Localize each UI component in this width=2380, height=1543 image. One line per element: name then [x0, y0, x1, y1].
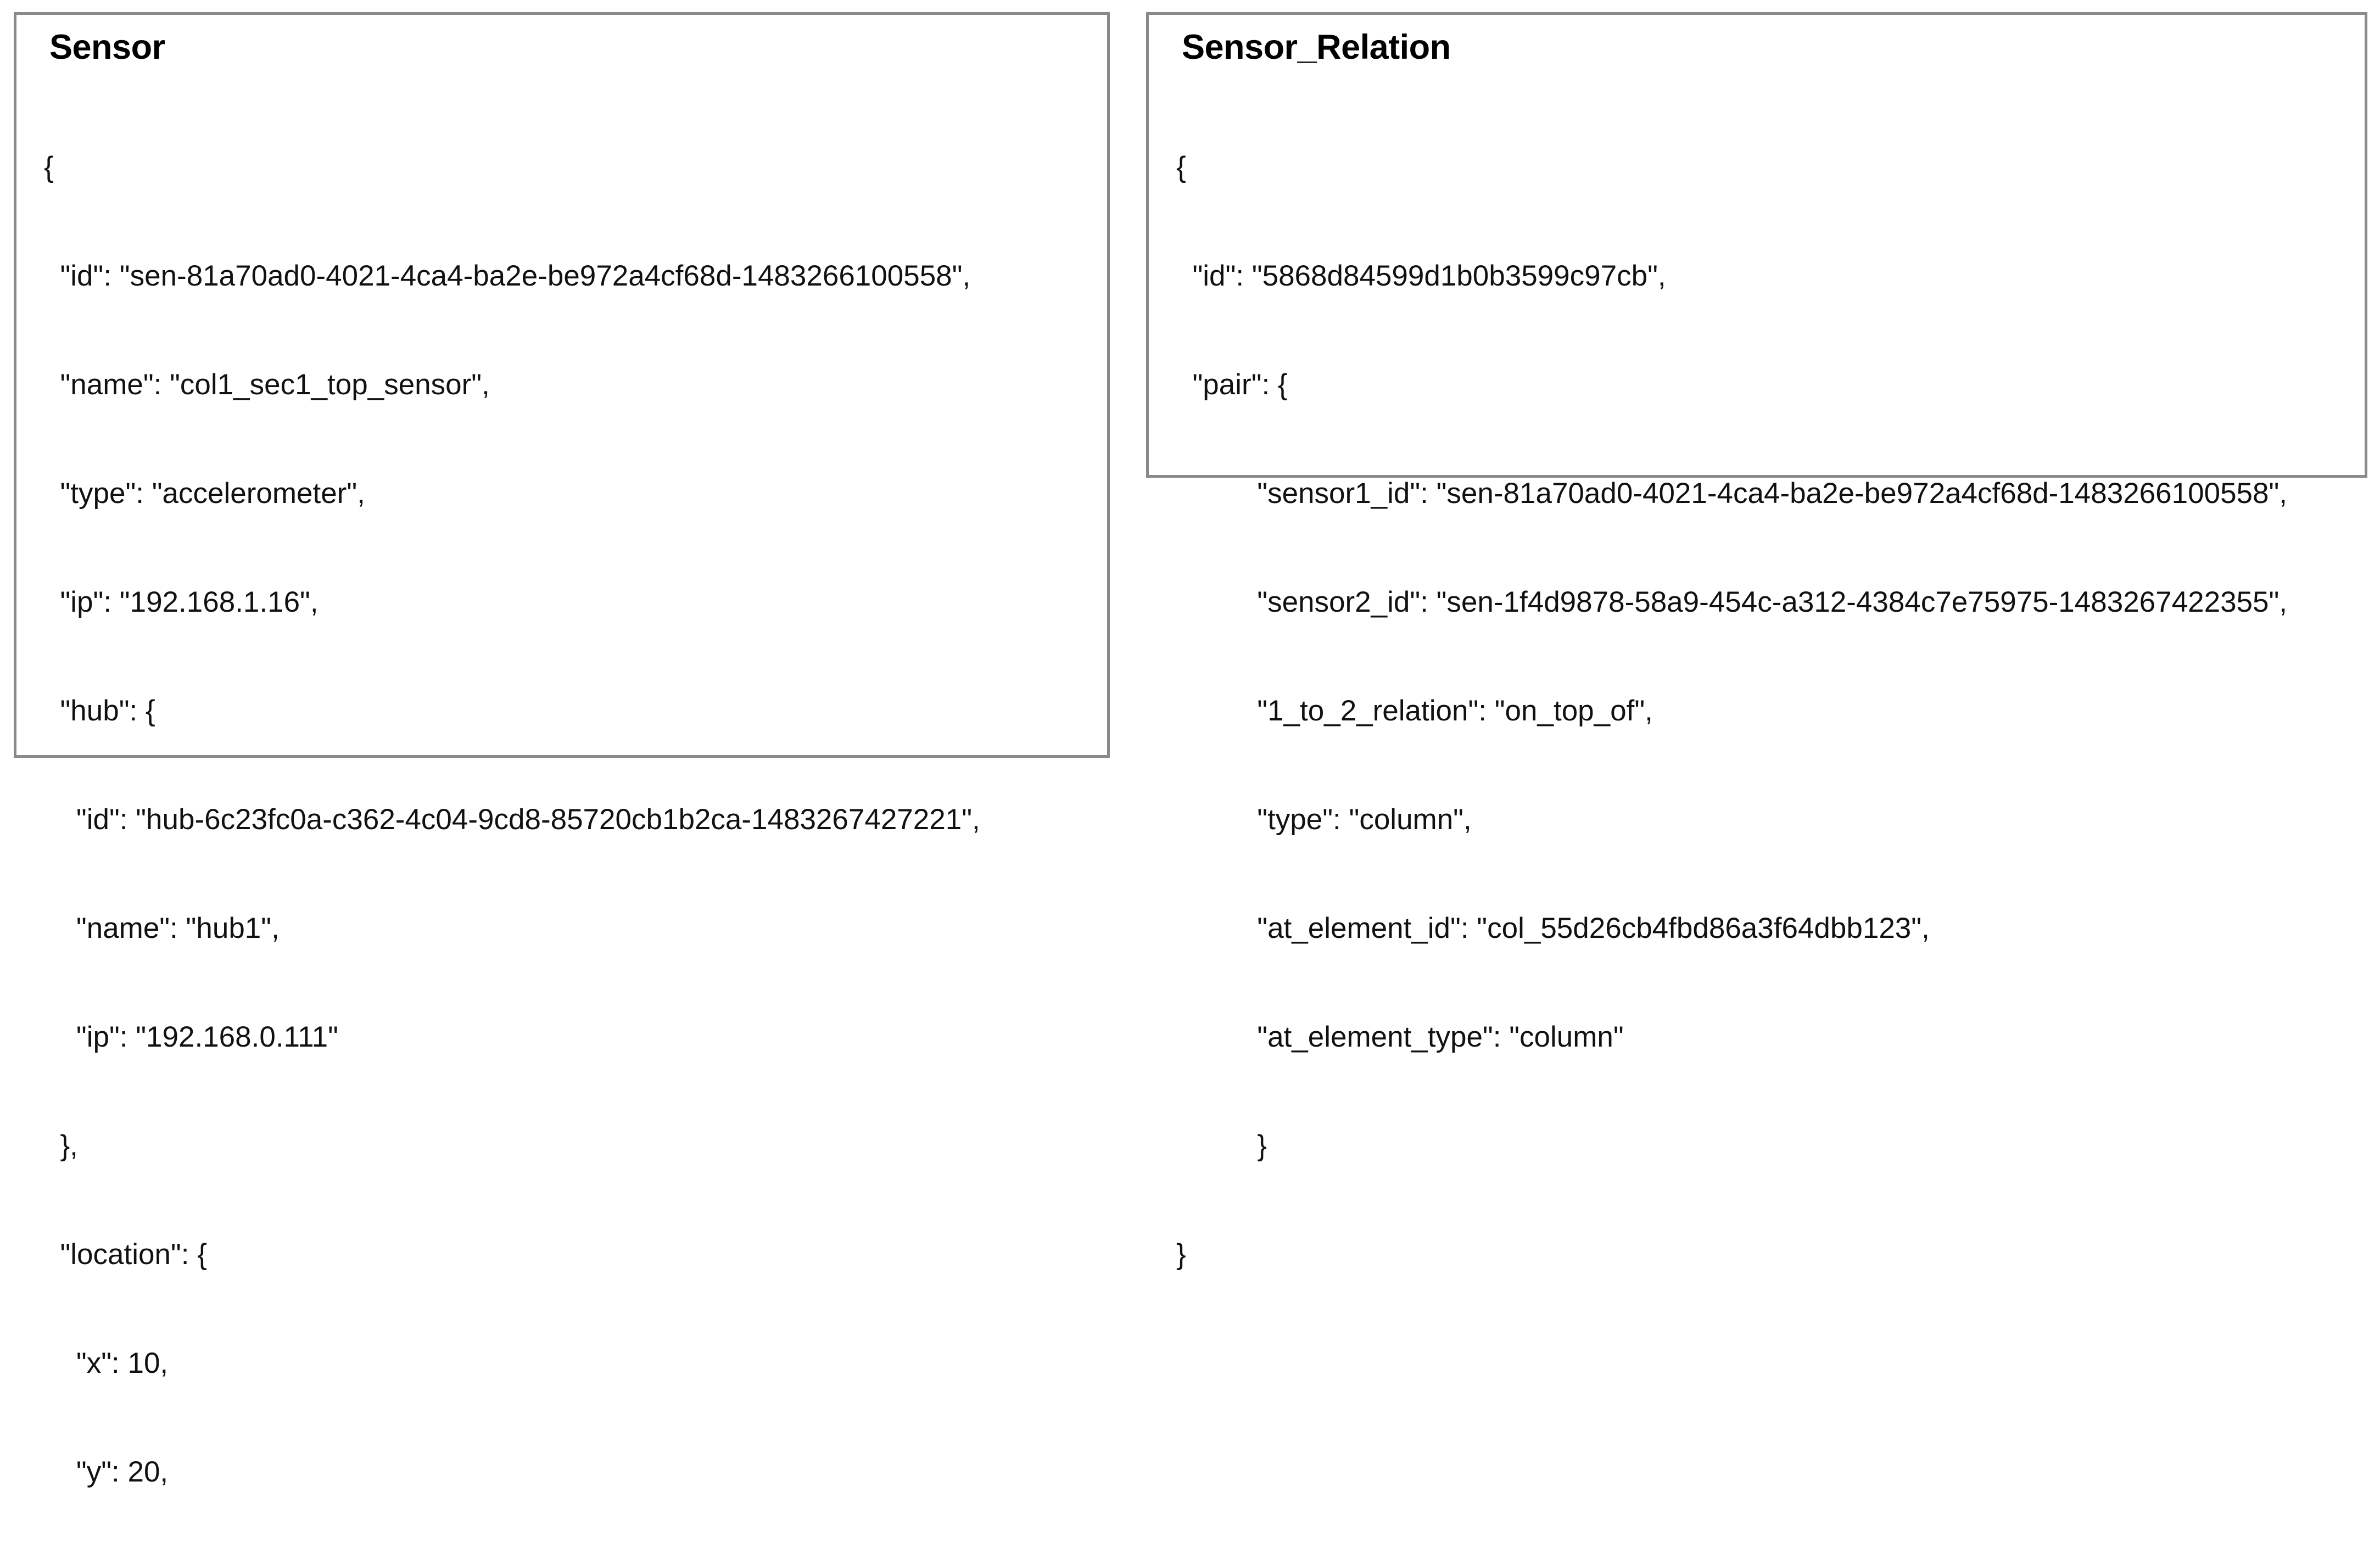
sensor-entity-box: Sensor { "id": "sen-81a70ad0-4021-4ca4-b…: [14, 12, 1110, 1488]
json-line: "hub": {: [44, 695, 155, 727]
sensor-relation-json-body: { "id": "5868d84599d1b0b3599c97cb", "pai…: [1176, 77, 2365, 1345]
json-line: }: [1176, 1130, 1267, 1162]
json-line: "name": "hub1",: [44, 912, 280, 944]
json-line: "pair": {: [1176, 368, 1288, 401]
json-line: {: [44, 151, 54, 183]
json-line: "location": {: [44, 1238, 207, 1271]
json-line: "id": "hub-6c23fc0a-c362-4c04-9cd8-85720…: [44, 803, 980, 836]
json-line: },: [44, 1130, 78, 1162]
json-line: "type": "column",: [1176, 803, 1472, 836]
json-line: "sensor2_id": "sen-1f4d9878-58a9-454c-a3…: [1176, 586, 2288, 618]
json-line: "sensor1_id": "sen-81a70ad0-4021-4ca4-ba…: [1176, 477, 2288, 510]
json-line: "type": "accelerometer",: [44, 477, 365, 510]
sensor-json-body: { "id": "sen-81a70ad0-4021-4ca4-ba2e-be9…: [44, 77, 1107, 1543]
sensor-relation-entity-title: Sensor_Relation: [1182, 28, 1451, 66]
json-line: {: [1176, 151, 1186, 183]
json-line: "x": 10,: [44, 1347, 169, 1379]
json-line: "at_element_type": "column": [1176, 1021, 1624, 1053]
json-line: "ip": "192.168.1.16",: [44, 586, 319, 618]
json-line: "id": "sen-81a70ad0-4021-4ca4-ba2e-be972…: [44, 260, 971, 292]
diagram-canvas: Sensor { "id": "sen-81a70ad0-4021-4ca4-b…: [14, 12, 2367, 1488]
json-line: "ip": "192.168.0.111": [44, 1021, 338, 1053]
json-line: "y": 20,: [44, 1456, 169, 1488]
json-line: "at_element_id": "col_55d26cb4fbd86a3f64…: [1176, 912, 1930, 944]
json-line: }: [1176, 1238, 1186, 1271]
json-line: "id": "5868d84599d1b0b3599c97cb",: [1176, 260, 1666, 292]
json-line: "name": "col1_sec1_top_sensor",: [44, 368, 490, 401]
sensor-relation-entity-box: Sensor_Relation { "id": "5868d84599d1b0b…: [1146, 12, 2367, 1271]
sensor-entity-title: Sensor: [49, 28, 165, 66]
json-line: "1_to_2_relation": "on_top_of",: [1176, 695, 1653, 727]
